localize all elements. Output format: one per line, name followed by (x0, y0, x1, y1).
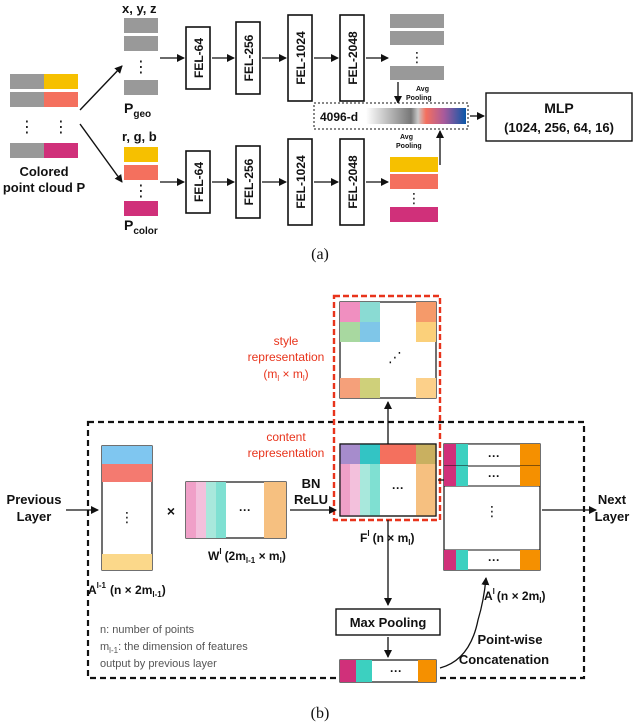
pool-bottom-label-1: Avg (400, 134, 413, 141)
f-dots: ··· (392, 481, 404, 495)
color-fel-1024-label: FEL-1024 (294, 155, 308, 209)
color-feature-stack: ⋮ Avg Pooling (390, 130, 444, 222)
f-matrix-tail (339, 443, 437, 517)
pooled-dots: ··· (390, 664, 402, 678)
style-content-highlight (332, 294, 442, 522)
color-fel-64-label: FEL-64 (192, 162, 206, 202)
note-1: n: number of points (100, 624, 195, 636)
geo-fel-1024-label: FEL-1024 (294, 31, 308, 85)
w-dots: ··· (239, 503, 251, 517)
next-layer-1: Next (598, 492, 627, 507)
geo-label: x, y, z (122, 1, 157, 16)
geo-fel-2048-label: FEL-2048 (346, 31, 360, 85)
content-label-2: representation (248, 446, 325, 460)
geo-feature-stack: ⋮ Avg Pooling (390, 14, 444, 104)
feature-vector-bar (366, 108, 466, 124)
geo-fel-64-label: FEL-64 (192, 38, 206, 78)
note-2: ml-1: the dimension of features (100, 641, 248, 655)
style-label-3: (ml × ml) (263, 367, 308, 383)
next-layer-2: Layer (595, 509, 630, 524)
style-matrix-dots: ⋰ (388, 349, 402, 365)
color-input: r, g, b ⋮ Pcolor (122, 129, 158, 237)
a-matrix: ··· ··· ⋮ ··· (443, 443, 541, 571)
f-label: Fl(n × ml) (360, 529, 414, 547)
color-dots: ⋮ (133, 183, 149, 200)
a-middle-dots: ⋮ (485, 503, 499, 519)
previous-layer-1: Previous (7, 492, 62, 507)
geo-input: x, y, z ⋮ Pgeo (122, 1, 158, 120)
input-label-1: Colored (19, 164, 68, 179)
feature-label: 4096-d (320, 110, 358, 124)
geo-dots: ⋮ (133, 59, 149, 76)
a-top-dots: ··· (488, 449, 500, 463)
input-label-2: point cloud P (3, 180, 86, 195)
a-prev-dots: ⋮ (120, 509, 134, 525)
relu-label: ReLU (294, 492, 328, 507)
w-label: Wl(2ml-1 × ml) (208, 547, 286, 565)
color-fel-2048-label: FEL-2048 (346, 155, 360, 209)
caption-b: (b) (311, 705, 330, 722)
arrow-concat (439, 577, 490, 669)
geo-fel-256-label: FEL-256 (242, 34, 256, 81)
max-pooling-label: Max Pooling (350, 615, 427, 630)
w-matrix: ··· (185, 481, 287, 539)
pool-top-label-1: Avg (416, 86, 429, 93)
mlp-dims: (1024, 256, 64, 16) (504, 120, 614, 135)
geo-fel-row: FEL-64 FEL-256 FEL-1024 FEL-2048 (160, 14, 389, 102)
geo-feature-dots: ⋮ (410, 49, 424, 65)
max-pooling-block (335, 608, 441, 636)
a-label: Al(n × 2ml) (484, 587, 546, 605)
color-fel-64-block (185, 150, 211, 214)
color-fel-256-label: FEL-256 (242, 158, 256, 205)
concat-label-1: Point-wise (477, 632, 542, 647)
bn-label: BN (302, 476, 321, 491)
color-fel-1024-block (287, 138, 313, 226)
f-matrix: ··· (339, 443, 437, 517)
color-fel-row: FEL-64 FEL-256 FEL-1024 FEL-2048 (160, 138, 389, 226)
note-3: output by previous layer (100, 658, 217, 670)
pooled-vector: ··· (339, 659, 437, 683)
layer-box (86, 420, 586, 680)
color-fel-2048-block (339, 138, 365, 226)
caption-a: (a) (311, 246, 329, 263)
input-dots-left: ⋮ (19, 119, 35, 136)
a-second-dots: ··· (488, 469, 500, 483)
geo-name: Pgeo (124, 100, 151, 120)
style-label-2: representation (248, 350, 325, 364)
concat-feature: 4096-d (313, 102, 469, 130)
times-sign: × (167, 503, 175, 519)
input-dots-right: ⋮ (53, 119, 69, 136)
pool-top-label-2: Pooling (406, 95, 432, 102)
previous-layer-2: Layer (17, 509, 52, 524)
geo-fel-2048-block (339, 14, 365, 102)
color-name: Pcolor (124, 217, 158, 237)
geo-fel-64-block (185, 26, 211, 90)
content-label-1: content (266, 430, 306, 444)
style-label-1: style (274, 334, 299, 348)
style-matrix: ⋰ (339, 301, 437, 399)
part-a: ⋮ ⋮ Colored point cloud P x, y, z ⋮ Pgeo… (3, 1, 633, 263)
arrow-to-geo (79, 65, 123, 111)
mlp-title: MLP (544, 100, 574, 116)
color-feature-dots: ⋮ (407, 190, 421, 206)
geo-fel-256-block (235, 21, 261, 95)
color-label: r, g, b (122, 129, 157, 144)
part-b: ⋰ style representation (ml × ml) content… (7, 294, 630, 722)
a-prev-matrix: ⋮ (101, 445, 153, 571)
mlp-block (485, 92, 633, 142)
input-point-cloud: ⋮ ⋮ Colored point cloud P (3, 74, 86, 195)
geo-fel-1024-block (287, 14, 313, 102)
concat-label-2: Concatenation (459, 652, 549, 667)
a-prev-label: Al-1(n × 2ml-1) (88, 581, 166, 599)
arrow-to-color (79, 123, 123, 183)
a-bottom-dots: ··· (488, 553, 500, 567)
pool-bottom-label-2: Pooling (396, 143, 422, 150)
color-fel-256-block (235, 145, 261, 219)
